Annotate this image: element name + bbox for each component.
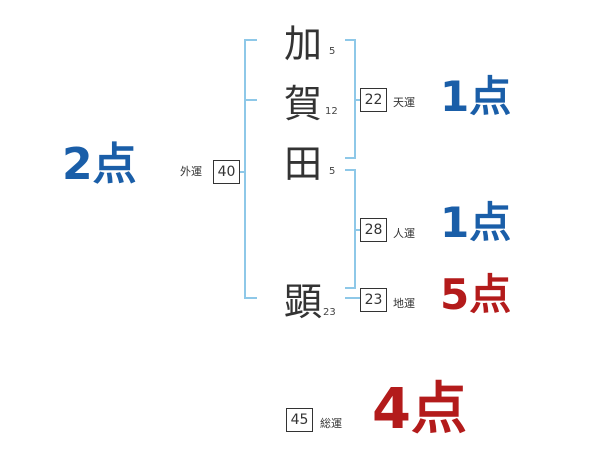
- outer-bracket: [244, 39, 257, 299]
- souun-value-box: 45: [286, 408, 313, 432]
- chiun-label: 地運: [393, 297, 415, 310]
- jinun-label: 人運: [393, 227, 415, 240]
- name-char-1: 加: [284, 22, 323, 66]
- jinun-score: 1点: [440, 198, 512, 247]
- souun-score: 4点: [372, 377, 467, 442]
- stroke-count-1: 5: [329, 46, 336, 57]
- name-char-2: 賀: [284, 82, 323, 126]
- gaiun-label: 外運: [180, 165, 202, 178]
- chiun-score: 5点: [440, 270, 512, 319]
- tenun-score: 1点: [440, 72, 512, 121]
- souun-label: 総運: [320, 417, 342, 430]
- jinun-bracket: [345, 169, 356, 289]
- name-char-4: 顕: [284, 280, 323, 324]
- tenun-label: 天運: [393, 96, 415, 109]
- jinun-value-box: 28: [360, 218, 387, 242]
- gaiun-value-box: 40: [213, 160, 240, 184]
- gaiun-score: 2点: [62, 139, 137, 190]
- tenun-value-box: 22: [360, 88, 387, 112]
- name-char-3: 田: [284, 142, 323, 186]
- stroke-count-3: 5: [329, 166, 336, 177]
- stroke-count-2: 12: [325, 106, 338, 117]
- chiun-value-box: 23: [360, 288, 387, 312]
- stroke-count-4: 23: [323, 307, 336, 318]
- tenun-bracket: [345, 39, 356, 159]
